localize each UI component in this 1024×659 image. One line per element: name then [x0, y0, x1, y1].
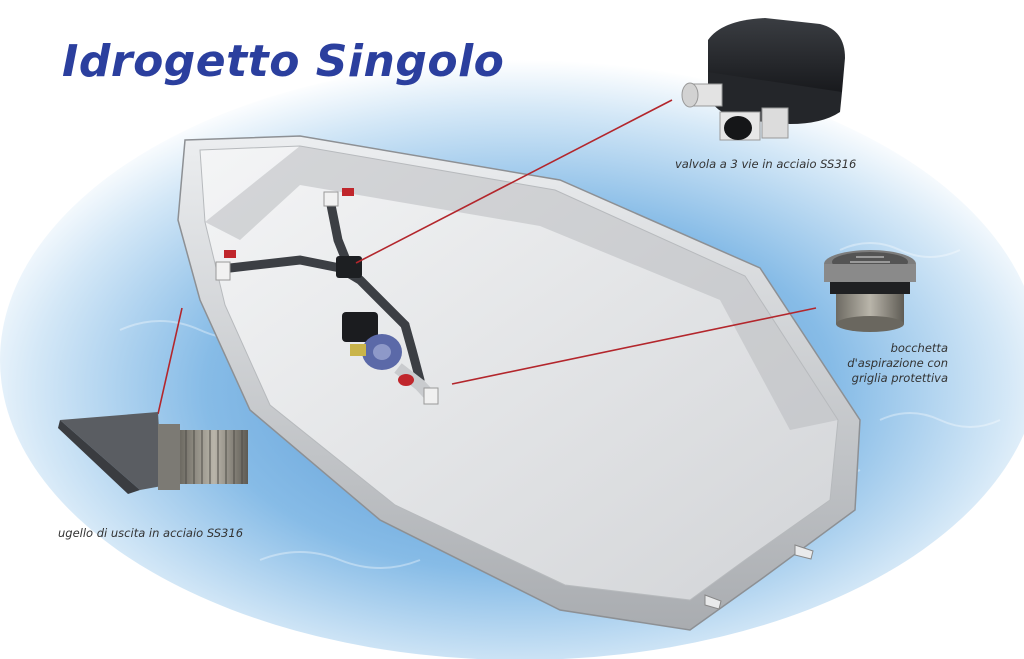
leader-lines: [157, 99, 817, 415]
intake-caption: bocchetta d'aspirazione con griglia prot…: [800, 341, 948, 386]
leader-line-nozzle: [157, 307, 183, 415]
page-title: Idrogetto Singolo: [62, 36, 505, 87]
fitting-left: [215, 261, 231, 281]
fitting-top: [323, 191, 339, 207]
leader-line-valve: [355, 99, 673, 264]
intake-caption-line-3: griglia protettiva: [851, 371, 948, 385]
intake-caption-line-1: bocchetta: [890, 341, 948, 355]
valve-caption: valvola a 3 vie in acciaio SS316: [675, 157, 857, 171]
three-way-valve-block: [336, 256, 362, 278]
valve-handle-2: [342, 188, 354, 196]
piping-system: [225, 195, 425, 385]
intake-fitting-image: [824, 250, 916, 332]
nozzle-caption: ugello di uscita in acciaio SS316: [58, 526, 244, 540]
hull-skid-front: [704, 594, 722, 610]
valve-product-image: [681, 18, 845, 141]
hull-skid-rear: [794, 544, 814, 560]
intake-caption-line-2: d'aspirazione con: [847, 356, 948, 370]
valve-handle-1: [224, 250, 236, 258]
boat-side-wall: [205, 146, 838, 430]
pump-assembly: [342, 312, 439, 405]
nozzle-product-image: [58, 412, 248, 494]
leader-line-intake: [451, 307, 817, 385]
